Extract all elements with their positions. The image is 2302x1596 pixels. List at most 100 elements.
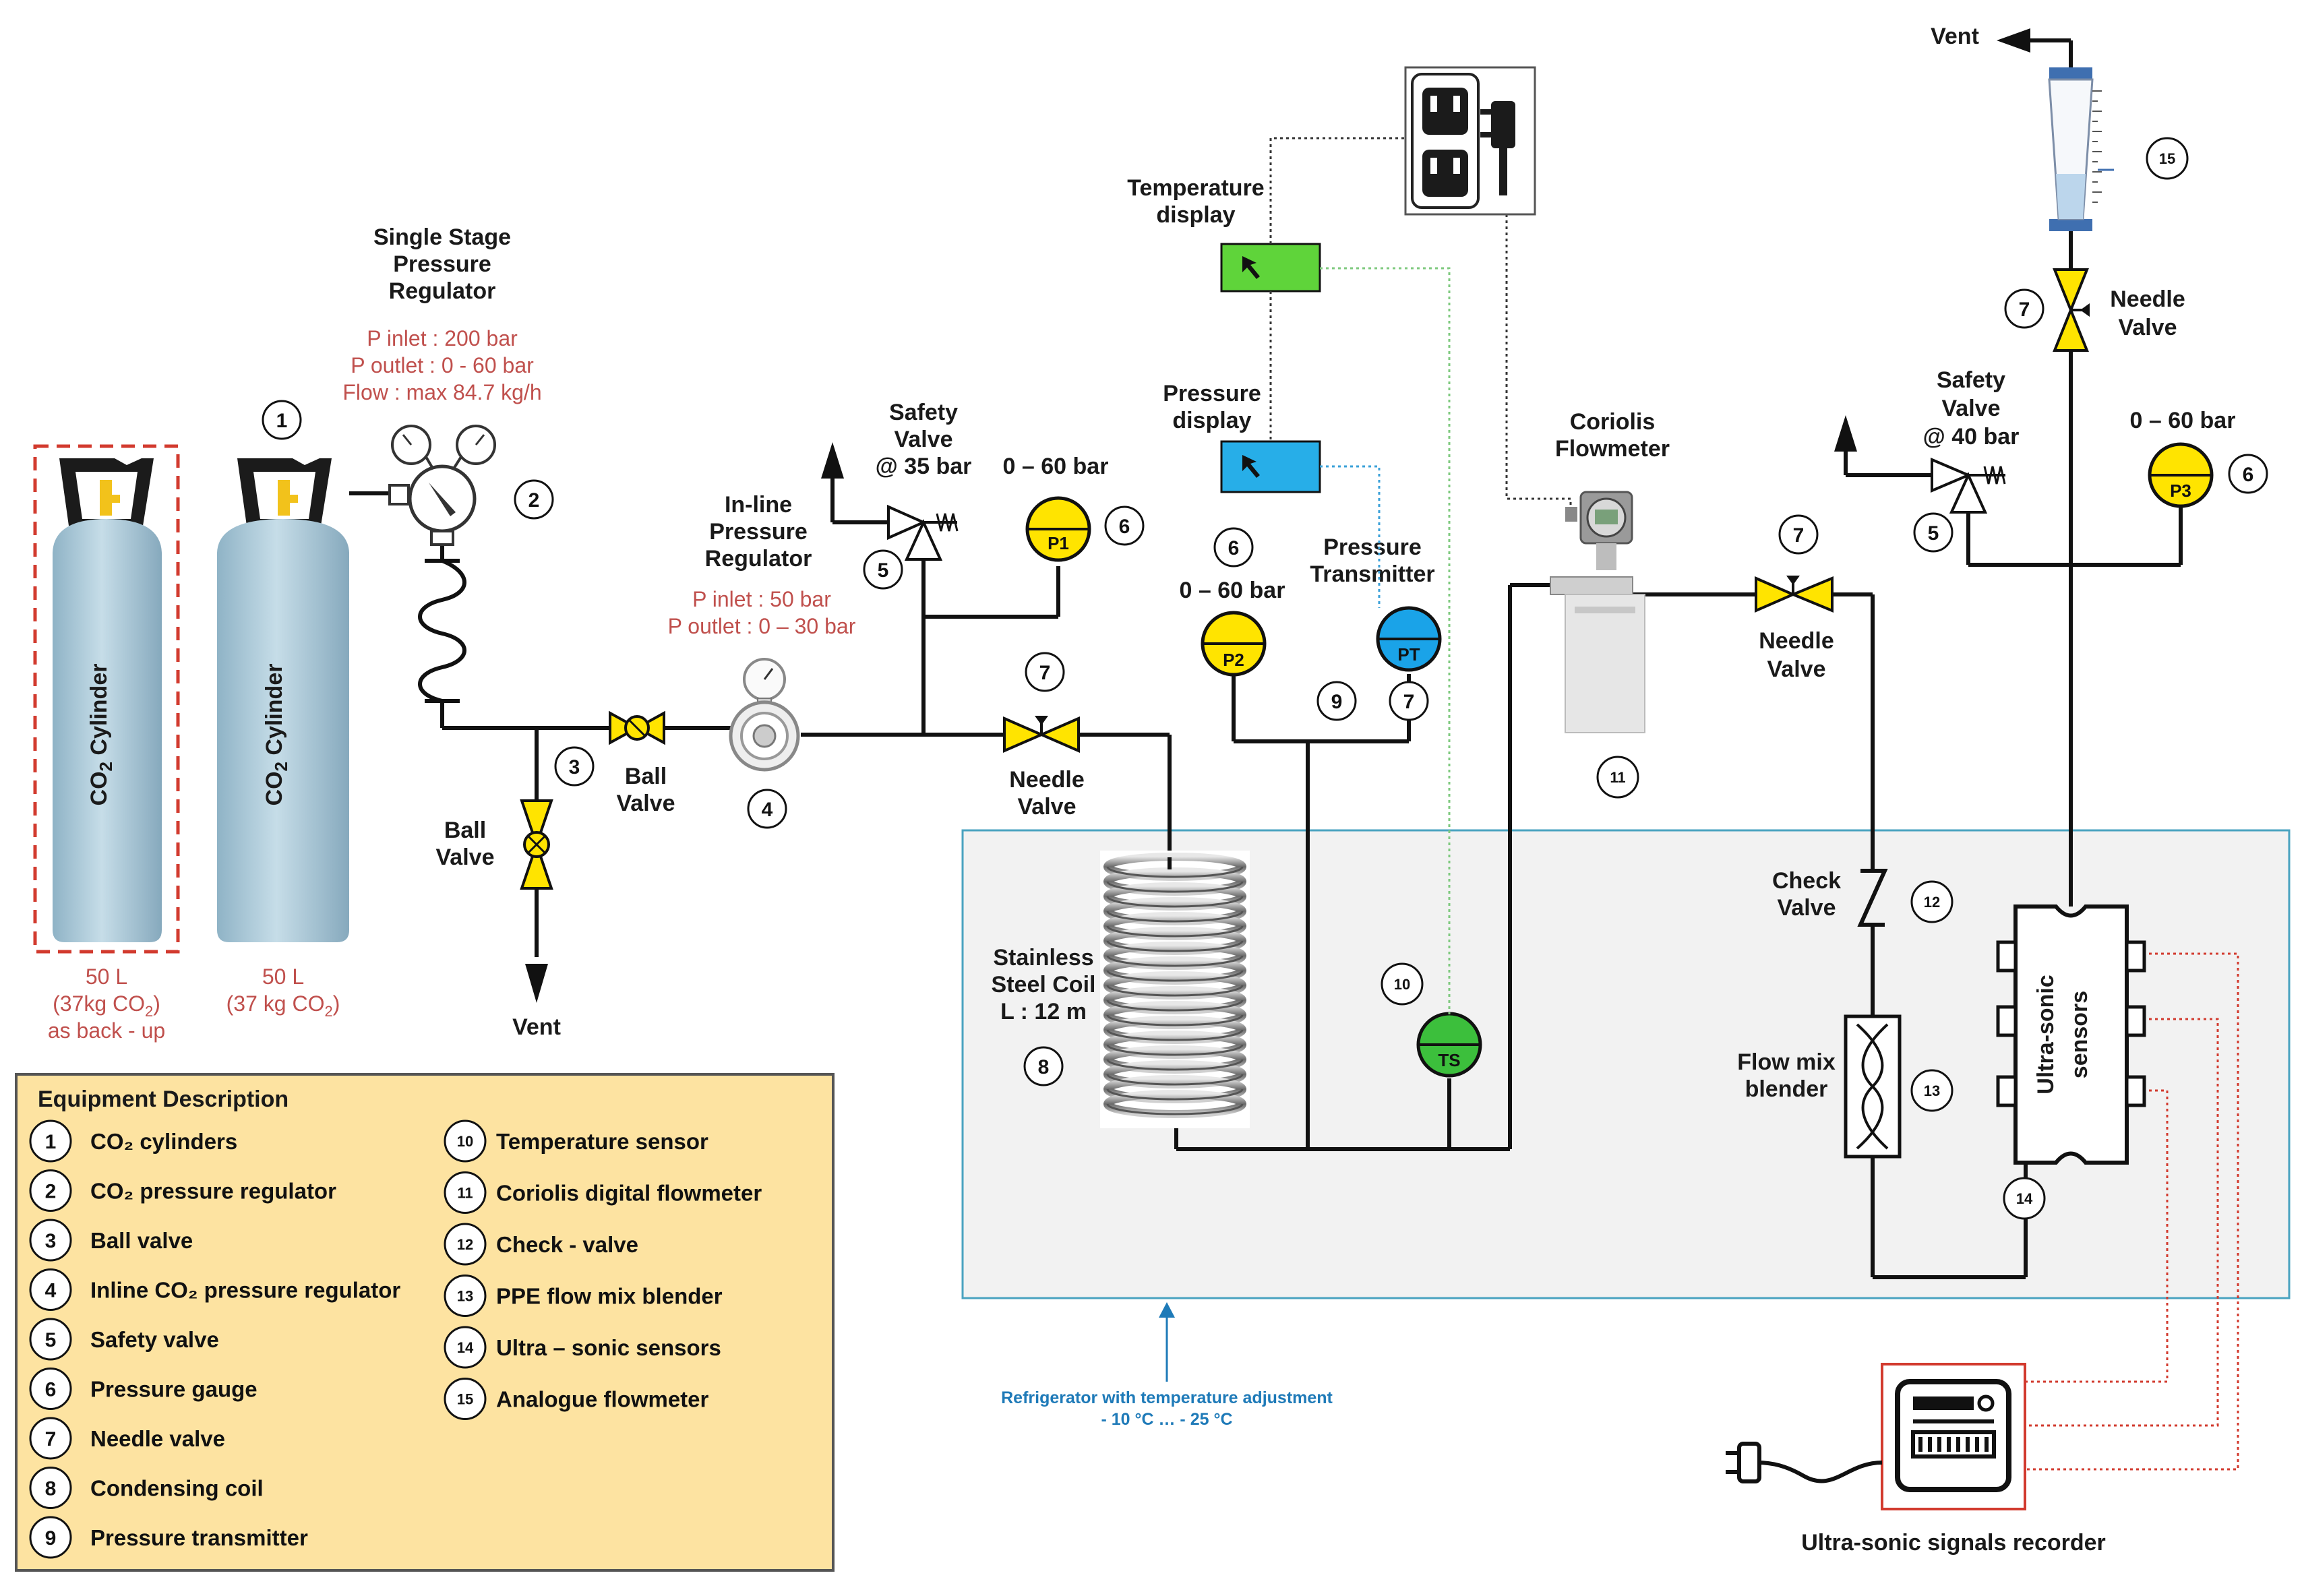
signal-wires: [1269, 137, 2239, 1471]
needle-valve-main-label-2: Valve: [1018, 794, 1077, 820]
gauge-pt-label: PT: [1397, 644, 1420, 665]
legend-item-text: Inline CO₂ pressure regulator: [90, 1278, 400, 1303]
main-cylinder-mass: (37 kg CO2): [226, 991, 340, 1020]
pressure-display: [1220, 440, 1321, 493]
ball-valve-horizontal: [609, 710, 665, 745]
marker-number: 14: [2016, 1190, 2033, 1207]
svg-text:CO2 Cylinder: CO2 Cylinder: [86, 664, 116, 806]
marker-number: 7: [1793, 524, 1805, 547]
safety-valve-2-label-2: Valve: [1942, 396, 2001, 421]
legend-item-number: 7: [45, 1428, 57, 1450]
marker-7: 7: [1778, 514, 1819, 555]
co2-cylinder-backup: CO2 Cylinder: [33, 444, 180, 954]
needle-valve-vertical-label-2: Valve: [2119, 315, 2177, 340]
temperature-display-label-1: Temperature: [1127, 175, 1264, 201]
marker-3: 3: [554, 746, 595, 787]
legend-item-number: 9: [45, 1527, 57, 1549]
marker-number: 10: [1394, 976, 1410, 993]
piping: [349, 226, 2183, 1279]
regulator-spec-outlet: P outlet : 0 - 60 bar: [351, 353, 534, 377]
refrigerator-label-line1: Refrigerator with temperature adjustment: [1001, 1388, 1333, 1407]
coriolis-label-2: Flowmeter: [1555, 436, 1670, 462]
analogue-flowmeter: [2048, 67, 2114, 231]
ball-valve-h-label-2: Valve: [617, 791, 675, 816]
legend-item-text: Check - valve: [496, 1232, 638, 1257]
marker-number: 9: [1331, 691, 1343, 713]
flow-mix-label-2: blender: [1745, 1076, 1828, 1102]
marker-12: 12: [1910, 880, 1953, 923]
main-cylinder-volume: 50 L: [262, 964, 304, 989]
regulator-title-2: Pressure: [393, 251, 491, 277]
pressure-transmitter-label-1: Pressure: [1323, 534, 1422, 560]
needle-valve-main-label-1: Needle: [1009, 767, 1085, 793]
gauge-p2-label: P2: [1223, 650, 1244, 670]
marker-14: 14: [2003, 1177, 2046, 1220]
backup-cylinder-note: as back - up: [48, 1018, 165, 1043]
marker-15: 15: [2146, 137, 2189, 180]
gauge-ts-label: TS: [1438, 1050, 1460, 1070]
safety-valve-2-label-3: @ 40 bar: [1923, 424, 2020, 450]
pressure-display-label-2: display: [1172, 408, 1251, 433]
marker-7: 7: [1389, 681, 1429, 721]
ball-valve-v-label-2: Valve: [436, 845, 495, 870]
legend-item-text: Condensing coil: [90, 1476, 264, 1501]
marker-7: 7: [1025, 652, 1065, 692]
legend-item-text: Needle valve: [90, 1426, 225, 1451]
pressure-transmitter-label-2: Transmitter: [1310, 561, 1434, 587]
safety-valve-2: [1931, 457, 2006, 514]
legend-item-text: CO₂ cylinders: [90, 1129, 237, 1154]
gauge-p2-range: 0 – 60 bar: [1180, 578, 1285, 603]
check-valve: [1857, 869, 1888, 927]
marker-2: 2: [514, 479, 554, 520]
svg-text:CO2 Cylinder: CO2 Cylinder: [262, 664, 291, 806]
ultrasonic-signals-recorder: [1881, 1363, 2026, 1510]
single-stage-regulator: [388, 425, 496, 546]
vent-arrow-safety-2: [1834, 415, 1857, 452]
marker-6: 6: [2228, 454, 2268, 494]
temperature-display-label-2: display: [1156, 202, 1235, 228]
legend-item-text: Temperature sensor: [496, 1129, 708, 1154]
legend-item: 8 Condensing coil: [29, 1467, 264, 1509]
pressure-display-label-1: Pressure: [1163, 381, 1261, 406]
inline-regulator-spec-inlet: P inlet : 50 bar: [692, 587, 831, 611]
marker-13: 13: [1910, 1069, 1953, 1112]
marker-4: 4: [747, 789, 787, 829]
refrigerator-label-line2: - 10 °C … - 25 °C: [1101, 1410, 1232, 1429]
ball-valve-h-label-1: Ball: [625, 764, 667, 789]
inline-pressure-regulator: [729, 658, 800, 772]
marker-number: 5: [878, 559, 889, 582]
legend-item-text: Ball valve: [90, 1228, 193, 1253]
ball-valve-vertical: [520, 799, 553, 890]
vent-label-bottom: Vent: [512, 1014, 561, 1040]
marker-6: 6: [1213, 527, 1254, 567]
temperature-sensor-gauge: TS: [1416, 1012, 1482, 1078]
gauge-p3-label: P3: [2170, 481, 2191, 501]
marker-number: 2: [528, 489, 540, 512]
safety-valve-1-label-2: Valve: [895, 427, 953, 452]
pressure-gauge-p1: P1: [1025, 496, 1091, 562]
legend-item-number: 14: [457, 1339, 474, 1356]
needle-valve-vertical-label-1: Needle: [2110, 286, 2185, 312]
legend-item-number: 8: [45, 1478, 57, 1500]
coriolis-label-1: Coriolis: [1570, 409, 1656, 435]
needle-valve-outlet-label-2: Valve: [1767, 656, 1826, 682]
marker-number: 3: [569, 756, 580, 778]
marker-5: 5: [1913, 512, 1953, 553]
coriolis-flowmeter: [1550, 491, 1645, 733]
ultrasonic-label-1: Ultra-sonic: [2033, 975, 2059, 1095]
flow-mix-label-1: Flow mix: [1737, 1049, 1836, 1075]
legend-item-text: Ultra – sonic sensors: [496, 1335, 721, 1360]
marker-10: 10: [1381, 962, 1424, 1006]
marker-number: 1: [276, 410, 288, 432]
marker-5: 5: [863, 549, 903, 590]
ball-valve-v-label-1: Ball: [444, 818, 486, 843]
